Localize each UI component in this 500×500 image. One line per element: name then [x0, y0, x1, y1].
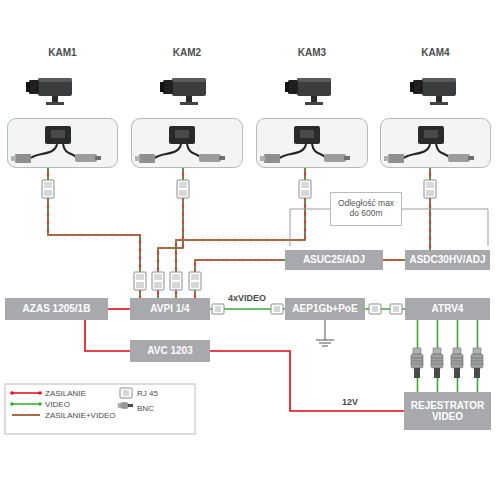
- balun-icon: [11, 126, 101, 163]
- legend-text: ZASILANIE: [45, 389, 86, 398]
- power-line: [85, 320, 130, 351]
- power-cable: [108, 309, 130, 310]
- balun-icon: [260, 126, 350, 163]
- power-cable: [85, 320, 130, 351]
- bnc-icon: [451, 348, 463, 378]
- legend-text: BNC: [137, 404, 154, 413]
- legend-frame: [5, 384, 195, 434]
- camera-icon: [160, 78, 206, 105]
- box-label: AVC 1203: [147, 345, 192, 357]
- camera-label: KAM1: [0, 47, 127, 59]
- bnc-icon: [471, 348, 483, 378]
- power-line-sample: [12, 392, 40, 394]
- power-video-cable: [383, 260, 405, 261]
- rj45-icon: [189, 272, 201, 290]
- video-cable: [418, 320, 478, 392]
- bnc-plugs: [411, 348, 483, 378]
- recorder-box: REJESTRATOR VIDEO: [404, 392, 491, 430]
- power-cable: [210, 351, 404, 411]
- video-line: [383, 259, 405, 261]
- mixed-line-sample: [12, 414, 40, 416]
- balun-icon: [384, 126, 474, 163]
- rj45-icon: [390, 304, 402, 314]
- box-label: ATRV4: [432, 303, 464, 315]
- box-label: Odległość max do 600m: [334, 199, 398, 219]
- camera-box: KAM1: [7, 118, 118, 168]
- rj45-icon: [369, 304, 381, 314]
- box-label: REJESTRATOR VIDEO: [407, 400, 488, 423]
- edge-label: 12V: [340, 397, 360, 407]
- device-box: AVPI 1/4: [130, 298, 210, 320]
- bnc-icon: [411, 348, 423, 378]
- rj45-plugs: [42, 180, 436, 314]
- mixed-line-sample: [12, 414, 40, 416]
- bnc-icon: [431, 348, 443, 378]
- camera-label: KAM2: [122, 47, 252, 59]
- camera-label: KAM3: [247, 47, 377, 59]
- power-video-cable: [48, 168, 140, 298]
- box-label: AZAS 1205/1B: [23, 303, 91, 315]
- box-label: ASUC25/ADJ: [303, 254, 365, 266]
- video-line-sample: [12, 403, 40, 405]
- balun-icon: [135, 126, 225, 163]
- video-line: [418, 320, 478, 392]
- camera-icon: [410, 78, 456, 105]
- box-label: ASDC30HV/ADJ: [409, 254, 485, 266]
- legend-text: ZASILANIE+VIDEO: [45, 411, 115, 420]
- power-line: [176, 168, 305, 298]
- rj45-icon: [134, 272, 146, 290]
- rj45-icon: [271, 304, 283, 314]
- rj45-icon: [177, 180, 189, 198]
- legend-text: VIDEO: [45, 400, 70, 409]
- ground-symbol: [316, 320, 334, 346]
- rj45-icon: [424, 180, 436, 198]
- power-line: [108, 308, 130, 310]
- device-box: AVC 1203: [130, 340, 210, 362]
- camera-box-fill: [7, 118, 491, 168]
- box-label: AVPI 1/4: [150, 303, 189, 315]
- camera-icons: [26, 78, 456, 105]
- edge-label: 4xVIDEO: [226, 293, 268, 303]
- power-line: [383, 259, 405, 261]
- power-line: [210, 351, 404, 411]
- box-label: AEP1Gb+PoE: [292, 303, 357, 315]
- legend-text: RJ 45: [137, 389, 158, 398]
- power-line: [48, 168, 140, 298]
- video-line: [48, 168, 140, 298]
- camera-box: KAM3: [256, 118, 368, 168]
- camera-box: KAM2: [131, 118, 243, 168]
- rj45-icon: [212, 304, 224, 314]
- camera-label: KAM4: [371, 47, 500, 59]
- rj45-icon: [299, 180, 311, 198]
- bnc-icon: [118, 403, 133, 409]
- camera-icon: [285, 78, 331, 105]
- rj45-icon: [42, 180, 54, 198]
- rj45-icon: [170, 272, 182, 290]
- device-box: ATRV4: [405, 298, 490, 320]
- camera-icon: [26, 78, 72, 105]
- device-box: AEP1Gb+PoE: [285, 298, 365, 320]
- rj45-icon: [120, 388, 132, 398]
- note-box: Odległość max do 600m: [330, 192, 402, 226]
- camera-box: KAM4: [380, 118, 491, 168]
- rj45-icon: [152, 272, 164, 290]
- device-box: ASDC30HV/ADJ: [405, 250, 490, 270]
- device-box: AZAS 1205/1B: [5, 298, 108, 320]
- device-box: ASUC25/ADJ: [285, 250, 383, 270]
- power-video-cable: [176, 168, 305, 298]
- video-line: [176, 168, 305, 298]
